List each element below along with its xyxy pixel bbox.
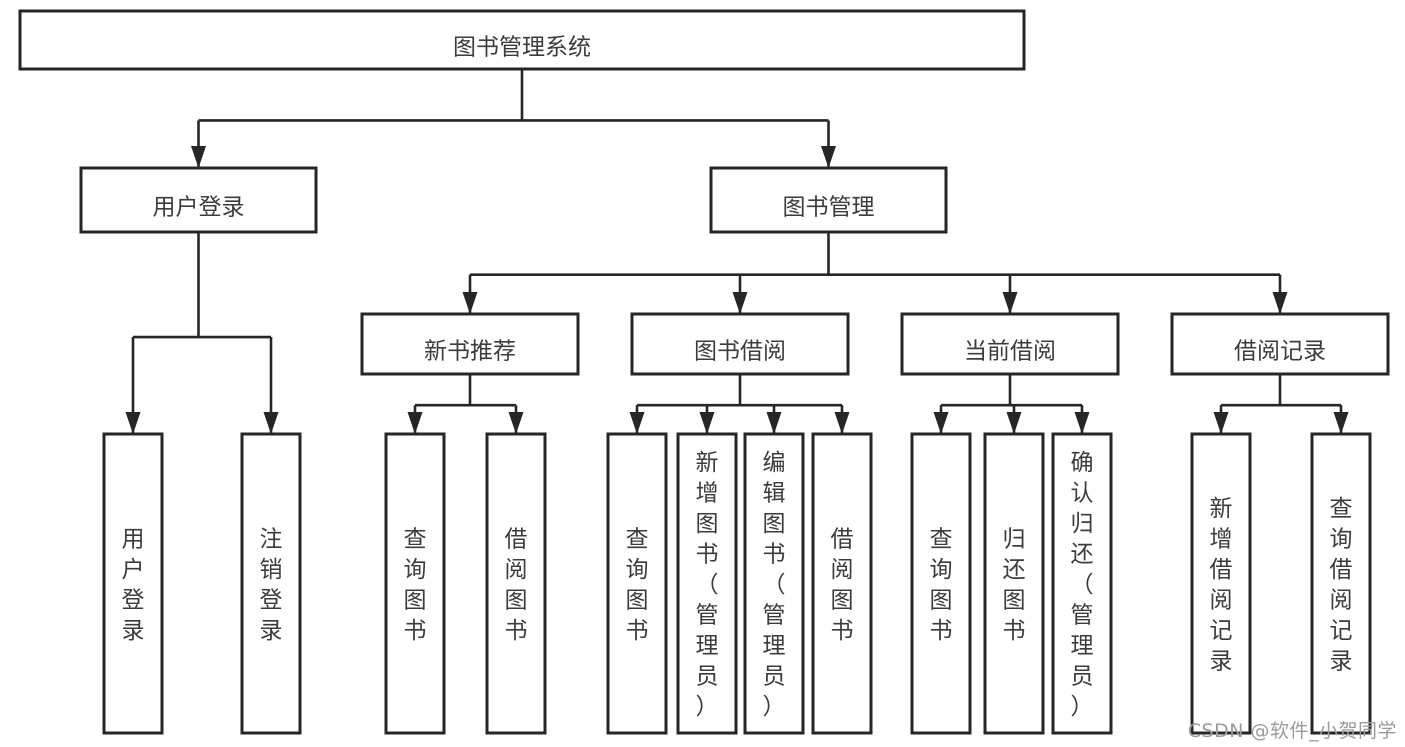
node-box [910, 432, 972, 735]
node-box [102, 432, 164, 735]
node-box [18, 9, 1026, 71]
csdn-watermark: CSDN @软件_小贺同学 [1187, 720, 1397, 742]
node-root[interactable]: 图书管理系统 [18, 9, 1026, 71]
node-box [79, 166, 318, 234]
arrow-head-icon [462, 292, 478, 314]
node-new-book-recommend[interactable]: 新书推荐 [360, 312, 580, 376]
node-label: 查询借阅记录 [1330, 496, 1353, 675]
node-label: 新书推荐 [424, 339, 516, 365]
node-book-manage[interactable]: 图书管理 [709, 166, 948, 234]
node-leaf-return-book[interactable]: 归还图书 [983, 432, 1045, 735]
arrow-head-icon [1002, 292, 1018, 314]
node-label: 用户登录 [153, 195, 245, 221]
node-label: 归还图书 [1003, 526, 1026, 644]
node-leaf-borrow-book[interactable]: 借阅图书 [811, 432, 873, 735]
node-leaf-confirm-return-admin[interactable]: 确认归还（管理员） [1051, 432, 1113, 735]
arrow-head-icon [191, 146, 206, 168]
arrow-head-icon [125, 412, 141, 434]
node-box [811, 432, 873, 735]
node-leaf-logout[interactable]: 注销登录 [240, 432, 302, 735]
node-box [743, 432, 805, 735]
arrow-head-icon [732, 292, 748, 314]
arrow-head-icon [629, 412, 645, 434]
node-label: 用户登录 [122, 526, 145, 644]
node-box [1190, 432, 1252, 735]
node-box [1051, 432, 1113, 735]
node-box [709, 166, 948, 234]
arrow-head-icon [1272, 292, 1288, 314]
arrow-head-icon [407, 412, 423, 434]
arrow-head-icon [1074, 412, 1090, 434]
node-leaf-query-book-current[interactable]: 查询图书 [910, 432, 972, 735]
arrow-head-icon [933, 412, 949, 434]
node-label: 新增借阅记录 [1210, 496, 1233, 675]
node-book-borrow[interactable]: 图书借阅 [630, 312, 850, 376]
node-current-borrow[interactable]: 当前借阅 [900, 312, 1120, 376]
node-label: 编辑图书（管理员） [763, 450, 786, 720]
connector-layer [125, 69, 1349, 434]
node-label: 确认归还（管理员） [1071, 450, 1094, 720]
node-label: 借阅图书 [831, 526, 854, 644]
node-label: 图书管理系统 [453, 35, 591, 61]
node-layer: 图书管理系统用户登录图书管理新书推荐图书借阅当前借阅借阅记录用户登录注销登录查询… [18, 9, 1390, 735]
node-box [485, 432, 547, 735]
node-label: 查询图书 [626, 526, 649, 644]
node-leaf-query-borrow-record[interactable]: 查询借阅记录 [1310, 432, 1372, 735]
arrow-head-icon [1006, 412, 1022, 434]
node-label: 借阅记录 [1234, 339, 1326, 365]
node-box [240, 432, 302, 735]
node-leaf-user-login[interactable]: 用户登录 [102, 432, 164, 735]
node-leaf-borrow-book-recommend[interactable]: 借阅图书 [485, 432, 547, 735]
node-borrow-record[interactable]: 借阅记录 [1170, 312, 1390, 376]
node-label: 图书管理 [783, 195, 875, 221]
node-label: 新增图书（管理员） [696, 450, 719, 720]
arrow-head-icon [1333, 412, 1349, 434]
node-leaf-edit-book-admin[interactable]: 编辑图书（管理员） [743, 432, 805, 735]
node-label: 当前借阅 [964, 339, 1056, 365]
arrow-head-icon [834, 412, 850, 434]
node-label: 图书借阅 [694, 339, 786, 365]
node-label: 查询图书 [930, 526, 953, 644]
node-box [1310, 432, 1372, 735]
arrow-head-icon [699, 412, 715, 434]
node-leaf-add-book-admin[interactable]: 新增图书（管理员） [676, 432, 738, 735]
node-box [630, 312, 850, 376]
arrow-head-icon [263, 412, 279, 434]
arrow-head-icon [508, 412, 524, 434]
arrow-head-icon [1213, 412, 1229, 434]
node-box [360, 312, 580, 376]
node-label: 注销登录 [260, 526, 283, 644]
arrow-head-icon [766, 412, 782, 434]
node-box [606, 432, 668, 735]
node-box [1170, 312, 1390, 376]
node-leaf-add-borrow-record[interactable]: 新增借阅记录 [1190, 432, 1252, 735]
arrow-head-icon [821, 146, 836, 168]
node-box [384, 432, 446, 735]
node-label: 查询图书 [404, 526, 427, 644]
node-label: 借阅图书 [505, 526, 528, 644]
node-box [983, 432, 1045, 735]
node-box [676, 432, 738, 735]
node-leaf-query-book-borrow[interactable]: 查询图书 [606, 432, 668, 735]
node-leaf-query-book-recommend[interactable]: 查询图书 [384, 432, 446, 735]
node-user-login[interactable]: 用户登录 [79, 166, 318, 234]
node-box [900, 312, 1120, 376]
